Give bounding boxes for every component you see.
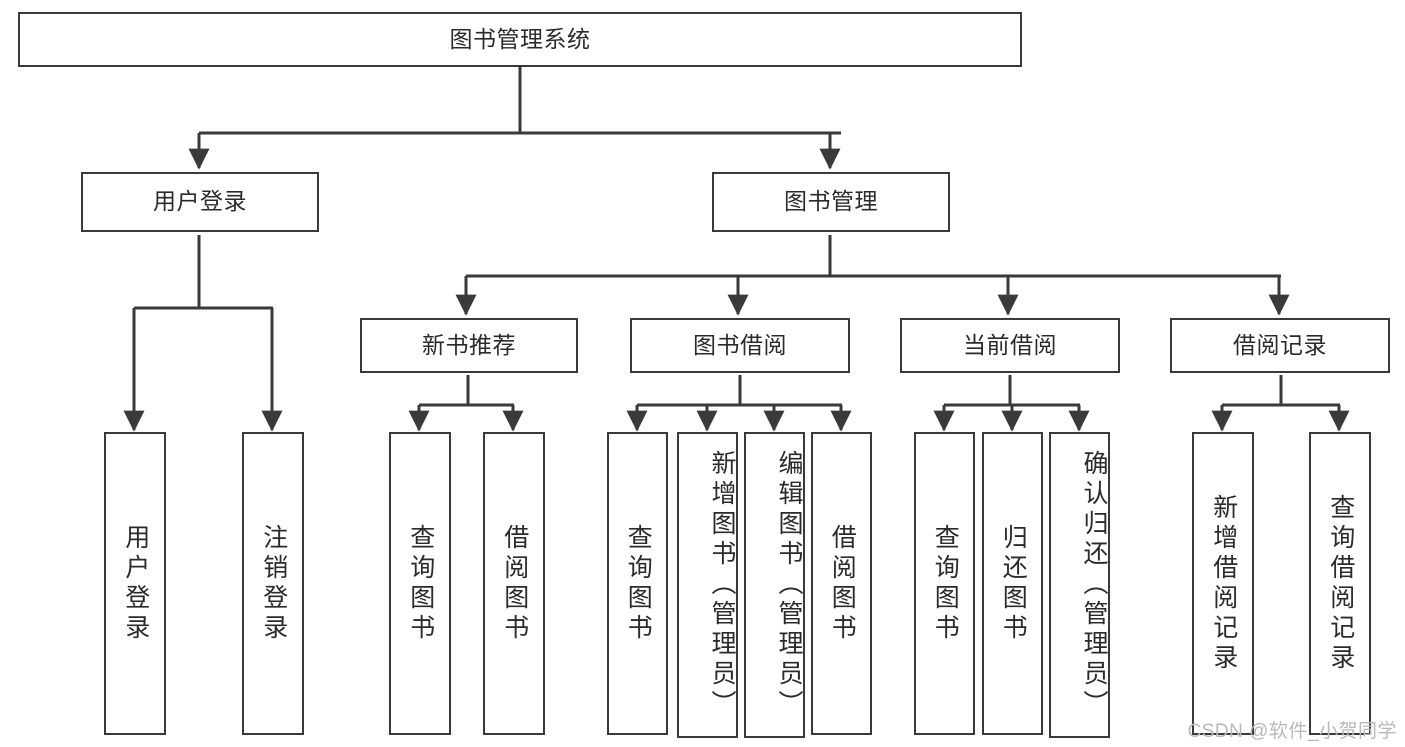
node-leaf-borrow-book-1[interactable]: 借阅图书 — [483, 432, 545, 735]
node-root[interactable]: 图书管理系统 — [18, 12, 1022, 67]
node-leaf-add-book-label: 新增图书（管理员） — [708, 450, 736, 720]
node-user-login[interactable]: 用户登录 — [81, 172, 319, 232]
node-leaf-confirm-return-label: 确认归还（管理员） — [1080, 450, 1108, 720]
node-leaf-user-login[interactable]: 用户登录 — [104, 432, 166, 735]
node-root-label: 图书管理系统 — [449, 25, 591, 52]
node-borrow-record-label: 借阅记录 — [1233, 331, 1327, 358]
node-leaf-edit-book[interactable]: 编辑图书（管理员） — [744, 432, 805, 738]
node-leaf-user-logout[interactable]: 注销登录 — [242, 432, 304, 735]
node-leaf-query-book-2-label: 查询图书 — [624, 523, 653, 644]
node-leaf-borrow-book-2-label: 借阅图书 — [828, 523, 857, 644]
node-user-login-label: 用户登录 — [153, 188, 247, 215]
node-current-borrow-label: 当前借阅 — [963, 331, 1057, 358]
node-leaf-return-book-label: 归还图书 — [999, 523, 1028, 644]
node-current-borrow[interactable]: 当前借阅 — [900, 318, 1120, 373]
node-leaf-query-book-2[interactable]: 查询图书 — [607, 432, 668, 735]
node-leaf-query-book-3[interactable]: 查询图书 — [914, 432, 975, 735]
node-new-book-rec[interactable]: 新书推荐 — [360, 318, 578, 373]
node-leaf-add-record[interactable]: 新增借阅记录 — [1192, 432, 1254, 735]
node-book-borrow-label: 图书借阅 — [693, 331, 787, 358]
node-leaf-return-book[interactable]: 归还图书 — [982, 432, 1043, 735]
node-leaf-query-book-3-label: 查询图书 — [931, 523, 960, 644]
node-book-manage-label: 图书管理 — [784, 188, 878, 215]
node-book-borrow[interactable]: 图书借阅 — [630, 318, 850, 373]
node-leaf-borrow-book-1-label: 借阅图书 — [500, 523, 529, 644]
node-leaf-edit-book-label: 编辑图书（管理员） — [775, 450, 803, 720]
node-leaf-query-record[interactable]: 查询借阅记录 — [1309, 432, 1371, 735]
node-leaf-add-book[interactable]: 新增图书（管理员） — [677, 432, 738, 738]
node-leaf-query-book-1[interactable]: 查询图书 — [389, 432, 451, 735]
node-leaf-user-logout-label: 注销登录 — [259, 523, 288, 644]
node-new-book-rec-label: 新书推荐 — [422, 331, 516, 358]
node-leaf-query-book-1-label: 查询图书 — [406, 523, 435, 644]
node-leaf-user-login-label: 用户登录 — [121, 523, 150, 644]
node-borrow-record[interactable]: 借阅记录 — [1170, 318, 1390, 373]
node-leaf-add-record-label: 新增借阅记录 — [1209, 493, 1238, 674]
node-book-manage[interactable]: 图书管理 — [712, 172, 950, 232]
node-leaf-borrow-book-2[interactable]: 借阅图书 — [811, 432, 872, 735]
node-leaf-query-record-label: 查询借阅记录 — [1326, 493, 1355, 674]
node-leaf-confirm-return[interactable]: 确认归还（管理员） — [1049, 432, 1110, 738]
